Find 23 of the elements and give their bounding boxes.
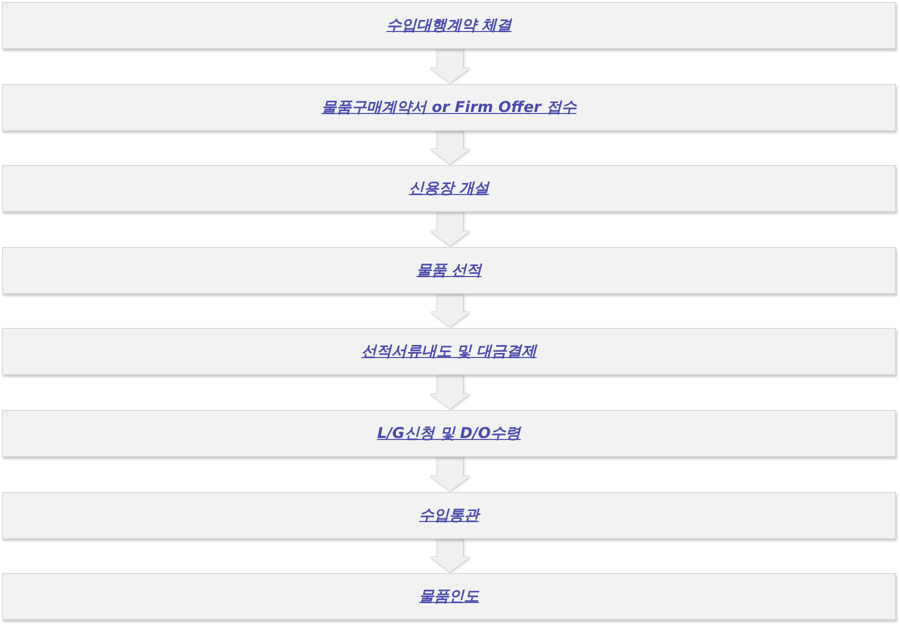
step-label: 물품 선적 [416, 261, 482, 280]
block-arrow [430, 294, 470, 327]
process-box [2, 492, 896, 539]
process-box [2, 410, 896, 457]
block-arrow [430, 457, 470, 491]
step-label: 수입통관 [419, 506, 479, 525]
block-arrow [430, 212, 470, 246]
process-box [2, 573, 896, 620]
step-label: 물품인도 [419, 587, 479, 606]
block-arrow [430, 131, 470, 164]
step-label: 물품구매계약서 or Firm Offer 접수 [322, 98, 576, 117]
process-box [2, 84, 896, 131]
step-label: 수입대행계약 체결 [386, 16, 512, 35]
step-label: L/G신청 및 D/O수령 [377, 424, 521, 443]
step-label: 선적서류내도 및 대금결제 [361, 342, 537, 361]
block-arrow [430, 539, 470, 572]
process-box [2, 328, 896, 375]
step-label: 신용장 개설 [408, 179, 490, 198]
block-arrow [430, 375, 470, 409]
process-box [2, 247, 896, 294]
process-box [2, 165, 896, 212]
block-arrow [430, 49, 470, 83]
process-box [2, 2, 896, 49]
